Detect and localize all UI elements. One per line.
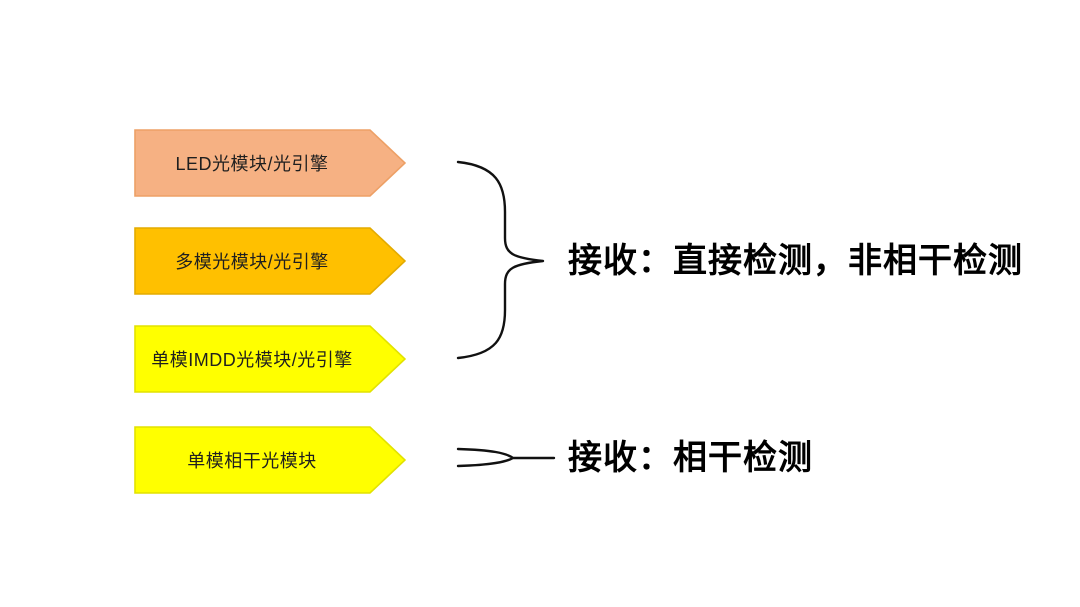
right-arrow-shape-icon [134, 426, 406, 494]
arrow-box-singlemode-coherent: 单模相干光模块 [134, 426, 406, 494]
arrow-box-label: 单模相干光模块 [187, 451, 317, 471]
annotation-direct-detection: 接收：直接检测，非相干检测 [568, 242, 1023, 280]
small-brace-icon [456, 447, 556, 468]
curly-brace-icon [456, 160, 545, 360]
right-arrow-shape-icon [134, 129, 406, 197]
arrow-box-label: 单模IMDD光模块/光引擎 [151, 350, 353, 370]
right-arrow-shape-icon [134, 227, 406, 295]
arrow-box-multimode: 多模光模块/光引擎 [134, 227, 406, 295]
right-arrow-polygon [134, 129, 406, 197]
right-arrow-polygon [134, 426, 406, 494]
right-arrow-polygon [134, 227, 406, 295]
arrow-box-label: 多模光模块/光引擎 [175, 252, 329, 272]
right-arrow-shape-icon [134, 325, 406, 393]
arrow-box-singlemode-imdd: 单模IMDD光模块/光引擎 [134, 325, 406, 393]
arrow-box-led: LED光模块/光引擎 [134, 129, 406, 197]
arrow-box-label: LED光模块/光引擎 [175, 154, 329, 174]
annotation-coherent-detection: 接收：相干检测 [568, 439, 813, 477]
right-arrow-polygon [134, 325, 406, 393]
